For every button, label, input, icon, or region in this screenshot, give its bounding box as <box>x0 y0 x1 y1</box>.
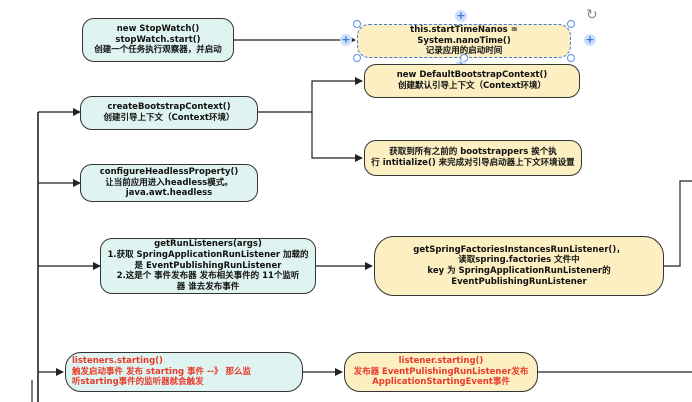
bootstrap-node[interactable]: createBootstrapContext() 创建引导上下文（Context… <box>80 96 258 130</box>
arrow-bootstrap-to-bootstrappers <box>311 112 363 162</box>
run-listeners-node-text: getRunListeners(args) 1.获取 SpringApplica… <box>107 239 309 292</box>
add-top-icon[interactable]: + <box>455 9 467 22</box>
resize-handle-top-right[interactable] <box>567 20 575 28</box>
headless-node[interactable]: configureHeadlessProperty() 让当前应用进入headl… <box>80 164 258 202</box>
spring-factories-node-text: getSpringFactoriesInstancesRunListener()… <box>413 244 625 287</box>
starting-node[interactable]: listeners.starting() 触发启动事件 发布 starting … <box>65 352 303 392</box>
exit-line-top <box>664 180 692 267</box>
resize-handle-bottom-right[interactable] <box>567 54 575 62</box>
default-bootstrap-node-text: new DefaultBootstrapContext() 创建默认引导上下文（… <box>396 70 548 91</box>
stopwatch-node[interactable]: new StopWatch() stopWatch.start() 创建一个任务… <box>82 18 234 62</box>
stopwatch-node-text: new StopWatch() stopWatch.start() 创建一个任务… <box>94 24 222 56</box>
add-right-icon[interactable]: + <box>584 33 596 46</box>
resize-handle-bottom-left[interactable] <box>353 54 361 62</box>
arrow-bootstrap-to-default <box>258 77 363 113</box>
listener-starting-node-text: listener.starting() 发布器 EventPulishingRu… <box>353 356 529 388</box>
bootstrap-node-text: createBootstrapContext() 创建引导上下文（Context… <box>103 102 235 123</box>
bootstrappers-node-text: 获取到所有之前的 bootstrappers 挨个执 行 intitialize… <box>371 147 575 168</box>
spring-factories-node[interactable]: getSpringFactoriesInstancesRunListener()… <box>374 236 664 296</box>
default-bootstrap-node[interactable]: new DefaultBootstrapContext() 创建默认引导上下文（… <box>364 64 580 98</box>
start-time-node-text: this.startTimeNanos = System.nanoTime() … <box>410 25 518 57</box>
resize-handle-top-left[interactable] <box>353 20 361 28</box>
rotate-icon[interactable]: ↻ <box>586 7 598 23</box>
listener-starting-node[interactable]: listener.starting() 发布器 EventPulishingRu… <box>344 352 538 392</box>
start-time-node[interactable]: this.startTimeNanos = System.nanoTime() … <box>357 24 571 58</box>
bootstrappers-node[interactable]: 获取到所有之前的 bootstrappers 挨个执 行 intitialize… <box>364 140 582 176</box>
headless-node-text: configureHeadlessProperty() 让当前应用进入headl… <box>99 167 239 199</box>
add-left-icon[interactable]: + <box>340 33 352 46</box>
run-listeners-node[interactable]: getRunListeners(args) 1.获取 SpringApplica… <box>100 238 316 294</box>
starting-node-text: listeners.starting() 触发启动事件 发布 starting … <box>72 356 252 388</box>
